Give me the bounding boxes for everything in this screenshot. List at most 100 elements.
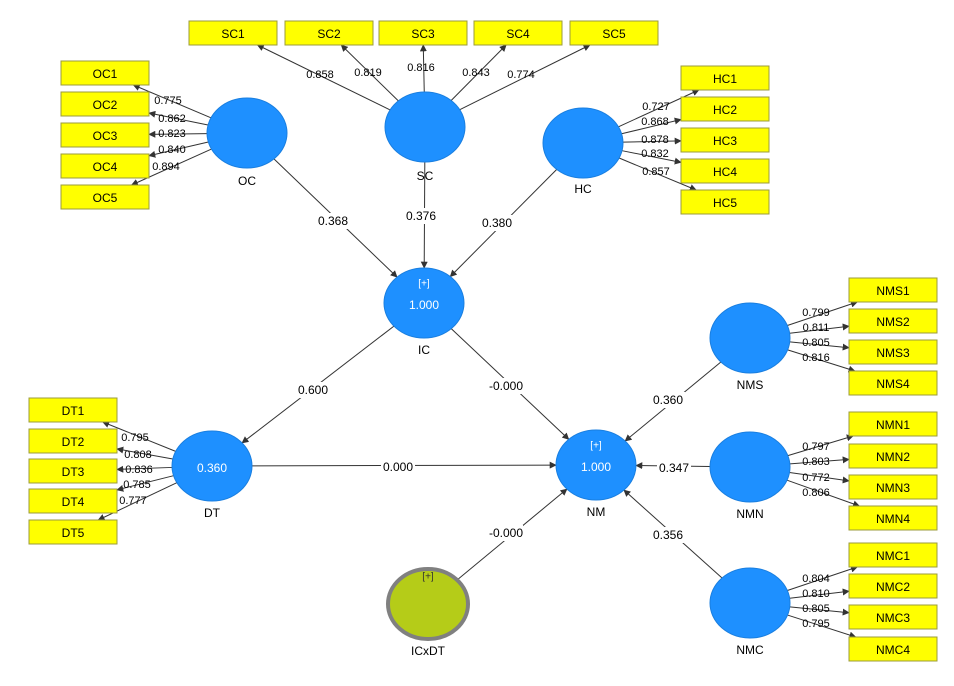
construct-name: HC — [574, 182, 592, 196]
loading-value: 0.816 — [407, 62, 435, 74]
path-coefficient: 0.368 — [318, 214, 348, 228]
indicator-label: DT1 — [62, 404, 85, 418]
loading-value: 0.804 — [802, 573, 830, 585]
indicator-label: SC5 — [602, 27, 626, 41]
construct-name: SC — [417, 169, 434, 183]
indicator-hc4[interactable] — [680, 158, 770, 184]
loading-edge — [618, 89, 700, 128]
indicator-nms1[interactable] — [848, 277, 938, 303]
construct-nmn[interactable] — [709, 431, 791, 503]
indicator-hc5[interactable] — [680, 189, 770, 215]
indicator-label: NMS4 — [876, 377, 910, 391]
loading-edge — [622, 137, 682, 145]
construct-name: NMS — [737, 378, 764, 392]
indicator-dt2[interactable] — [28, 428, 118, 454]
indicator-nmc2[interactable] — [848, 573, 938, 599]
indicator-nmn2[interactable] — [848, 443, 938, 469]
loading-value: 0.857 — [642, 166, 670, 178]
indicator-label: NMC1 — [876, 549, 910, 563]
loading-edge — [102, 421, 176, 452]
indicator-dt1[interactable] — [28, 397, 118, 423]
expand-icon[interactable]: [+] — [418, 279, 430, 290]
indicator-dt5[interactable] — [28, 519, 118, 545]
loading-edge — [132, 84, 212, 119]
indicator-label: NMN2 — [876, 450, 910, 464]
indicator-dt4[interactable] — [28, 488, 118, 514]
loading-value: 0.843 — [462, 67, 490, 79]
indicator-label: DT4 — [62, 495, 85, 509]
indicator-label: HC1 — [713, 72, 737, 86]
indicator-label: HC2 — [713, 103, 737, 117]
loading-edge — [116, 475, 174, 492]
loading-edge — [787, 614, 857, 639]
indicator-label: SC4 — [506, 27, 530, 41]
loading-value: 0.727 — [642, 101, 670, 113]
construct-nm[interactable] — [555, 429, 637, 501]
construct-hc[interactable] — [542, 107, 624, 179]
indicator-nmn1[interactable] — [848, 411, 938, 437]
indicator-sc1[interactable] — [188, 20, 278, 46]
path-coefficient: -0.000 — [489, 526, 523, 540]
indicator-nms2[interactable] — [848, 308, 938, 334]
path-label-bg — [651, 392, 685, 408]
loading-edge — [130, 148, 212, 186]
path-coefficient: 0.356 — [653, 528, 683, 542]
loading-value: 0.808 — [124, 449, 152, 461]
expand-icon[interactable]: [+] — [422, 572, 434, 583]
loading-edge — [116, 446, 173, 460]
construct-name: ICxDT — [411, 644, 446, 658]
path-label-bg — [651, 527, 685, 543]
construct-sc[interactable] — [384, 91, 466, 163]
path-label-bg — [404, 208, 438, 224]
indicator-sc3[interactable] — [378, 20, 468, 46]
construct-icxdt[interactable] — [386, 567, 470, 641]
indicator-oc4[interactable] — [60, 153, 150, 179]
indicator-nmc4[interactable] — [848, 636, 938, 662]
loading-value: 0.797 — [802, 441, 830, 453]
indicator-oc1[interactable] — [60, 60, 150, 86]
indicator-nmn3[interactable] — [848, 474, 938, 500]
expand-icon[interactable]: [+] — [590, 441, 602, 452]
indicator-label: OC3 — [93, 129, 118, 143]
loading-value: 0.878 — [641, 134, 669, 146]
construct-nmc[interactable] — [709, 567, 791, 639]
indicator-label: OC1 — [93, 67, 118, 81]
construct-ic[interactable] — [383, 267, 465, 339]
loading-value: 0.785 — [123, 479, 151, 491]
construct-nms[interactable] — [709, 302, 791, 374]
indicator-sc2[interactable] — [284, 20, 374, 46]
construct-oc[interactable] — [206, 97, 288, 169]
indicator-oc5[interactable] — [60, 184, 150, 210]
path-label-bg — [296, 382, 330, 398]
indicator-sc4[interactable] — [473, 20, 563, 46]
loading-value: 0.805 — [802, 603, 830, 615]
construct-dt[interactable] — [171, 430, 253, 502]
indicator-nmc1[interactable] — [848, 542, 938, 568]
loading-edge — [789, 606, 850, 616]
indicator-dt3[interactable] — [28, 458, 118, 484]
indicator-nmn4[interactable] — [848, 505, 938, 531]
indicator-label: DT3 — [62, 465, 85, 479]
loading-edge — [787, 434, 854, 457]
path-label-bg — [381, 459, 415, 475]
indicator-hc2[interactable] — [680, 96, 770, 122]
loading-edge — [450, 44, 507, 101]
indicator-nms4[interactable] — [848, 370, 938, 396]
loading-edge — [787, 300, 858, 326]
indicator-oc2[interactable] — [60, 91, 150, 117]
loading-edge — [419, 44, 427, 93]
loading-edge — [789, 456, 850, 465]
path-coefficient: -0.000 — [489, 379, 523, 393]
path-coefficient: 0.347 — [659, 461, 689, 475]
loading-value: 0.795 — [802, 618, 830, 630]
loading-value: 0.811 — [803, 322, 830, 334]
indicator-nms3[interactable] — [848, 339, 938, 365]
indicator-sc5[interactable] — [569, 20, 659, 46]
indicator-oc3[interactable] — [60, 122, 150, 148]
indicator-nmc3[interactable] — [848, 604, 938, 630]
indicator-hc3[interactable] — [680, 127, 770, 153]
indicator-hc1[interactable] — [680, 65, 770, 91]
construct-name: OC — [238, 174, 256, 188]
indicator-label: NMC3 — [876, 611, 910, 625]
